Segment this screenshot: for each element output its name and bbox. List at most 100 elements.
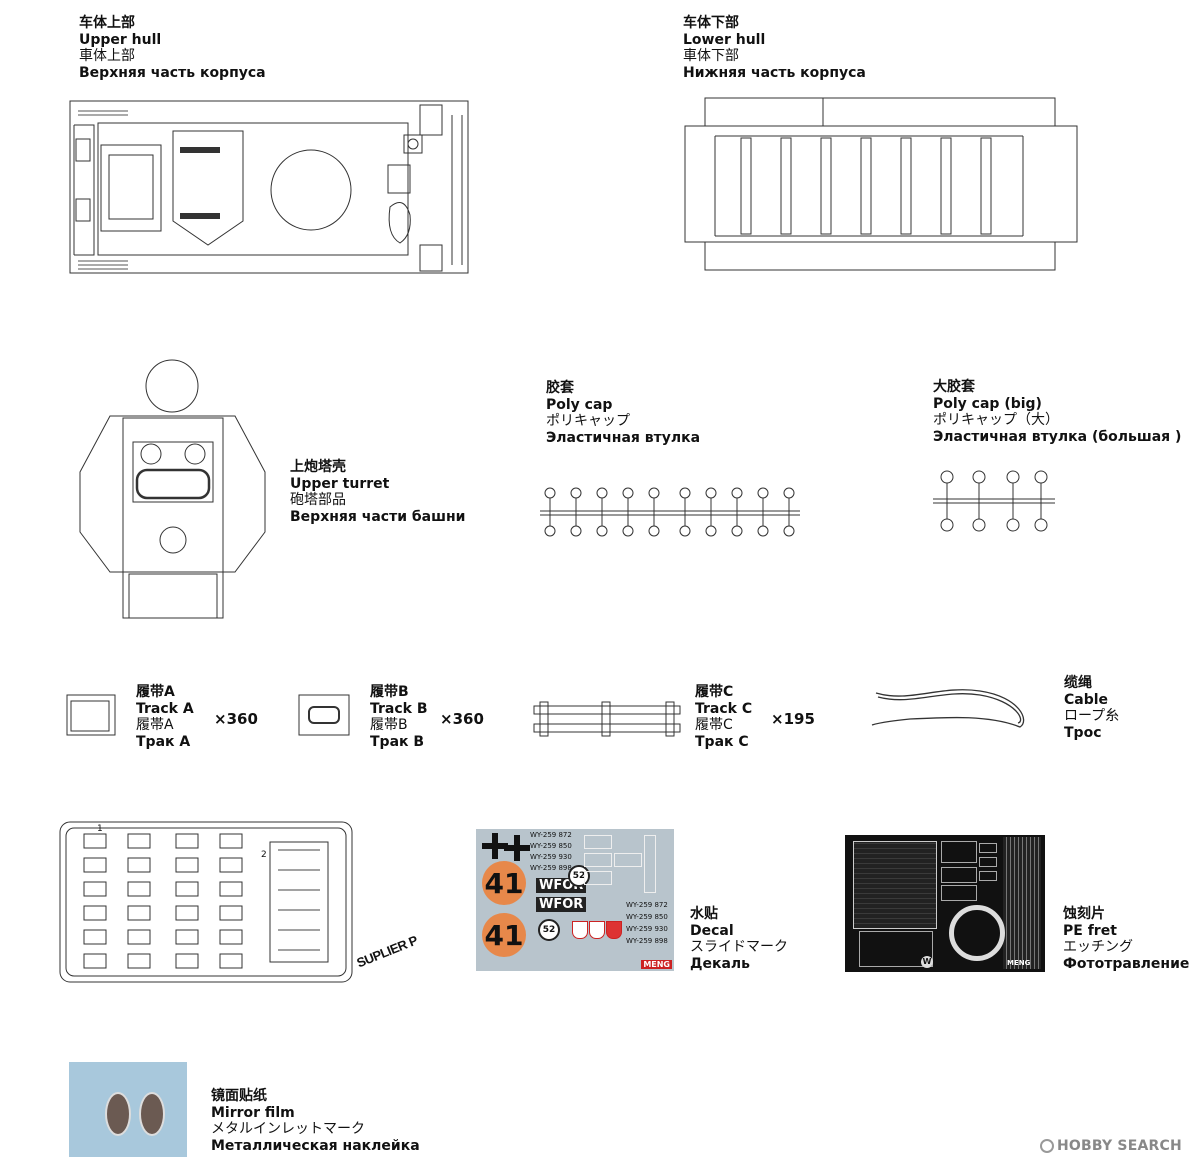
poly-cap-zh: 胶套 <box>546 380 574 396</box>
serial-8: WY-259 898 <box>626 937 668 945</box>
track-a-ru: Трак А <box>136 733 191 750</box>
hobby-search-watermark: HOBBY SEARCH <box>1040 1138 1182 1154</box>
track-c-drawing <box>532 702 682 736</box>
poly-cap-label: 胶套 Poly cap ポリキャップ Эластичная втулка <box>546 380 700 446</box>
decal-en: Decal <box>690 922 734 939</box>
decal-ru: Декаль <box>690 955 751 972</box>
poly-cap-big-sprue <box>933 468 1055 534</box>
track-a-quantity: ×360 <box>214 710 258 728</box>
upper-turret-ru: Верхняя части башни <box>290 508 466 525</box>
mirror-film-sheet <box>69 1062 187 1157</box>
upper-turret-en: Upper turret <box>290 475 390 492</box>
supplier-stamp: SUPLIER P <box>354 932 420 971</box>
balkenkreuz-icon-2 <box>504 835 530 861</box>
upper-turret-label: 上炮塔壳 Upper turret 砲塔部品 Верхняя части баш… <box>290 459 465 525</box>
sprue-gate-number-2: 2 <box>261 850 267 860</box>
pe-fret-sheet: W MENG <box>845 835 1045 972</box>
watermark-text: HOBBY SEARCH <box>1057 1138 1182 1154</box>
pe-fret-zh: 蚀刻片 <box>1063 906 1105 922</box>
decal-zh: 水贴 <box>690 906 718 922</box>
track-b-ru: Трак В <box>370 733 425 750</box>
pe-ring <box>949 905 1005 961</box>
lower-hull-jp: 車体下部 <box>683 48 739 64</box>
cable-ru: Трос <box>1064 724 1102 741</box>
serial-5: WY-259 872 <box>626 901 668 909</box>
decal-number-41-2: 41 <box>484 918 524 952</box>
serial-3: WY-259 930 <box>530 853 572 861</box>
track-a-jp: 履帯A <box>136 717 174 733</box>
poly-cap-ru: Эластичная втулка <box>546 429 701 446</box>
poly-cap-big-zh: 大胶套 <box>933 379 975 395</box>
poly-cap-big-label: 大胶套 Poly cap (big) ポリキャップ（大） Эластичная … <box>933 379 1181 445</box>
clear-parts-sprue <box>58 820 354 984</box>
decal-jp: スライドマーク <box>690 939 788 955</box>
decal-sheet: 41 41 WFOR WFOR 52 52 WY-259 872 WY-259 … <box>476 829 674 971</box>
poly-cap-big-ru: Эластичная втулка (большая ) <box>933 428 1182 445</box>
cable-label: 缆绳 Cable ロープ糸 Трос <box>1064 675 1119 741</box>
lower-hull-label: 车体下部 Lower hull 車体下部 Нижняя часть корпус… <box>683 15 866 81</box>
roundel-52: 52 <box>538 919 560 941</box>
mirror-film-label: 镜面贴纸 Mirror film メタルインレットマーク Металлическ… <box>211 1088 420 1154</box>
track-a-zh: 履带A <box>136 684 175 700</box>
lower-hull-ru: Нижняя часть корпуса <box>683 64 866 81</box>
track-c-quantity: ×195 <box>771 710 815 728</box>
upper-hull-label: 车体上部 Upper hull 車体上部 Верхняя часть корпу… <box>79 15 266 81</box>
number-roundel: 41 <box>482 861 526 905</box>
track-a-label: 履带A Track A 履帯A Трак А <box>136 684 194 750</box>
upper-hull-ru: Верхняя часть корпуса <box>79 64 266 81</box>
serial-1: WY-259 872 <box>530 831 572 839</box>
track-a-drawing <box>65 693 117 737</box>
serial-2: WY-259 850 <box>530 842 572 850</box>
shield-icons <box>572 921 622 939</box>
cable-drawing <box>870 683 1036 733</box>
track-b-quantity: ×360 <box>440 710 484 728</box>
track-c-jp: 履帯C <box>695 717 733 733</box>
decal-number-41: 41 <box>484 866 524 900</box>
cable-jp: ロープ糸 <box>1064 708 1120 724</box>
mirror-lens-left <box>105 1092 131 1136</box>
number-roundel-2: 41 <box>482 913 526 957</box>
track-b-label: 履带B Track B 履帯B Трак В <box>370 684 428 750</box>
track-b-en: Track B <box>370 700 428 717</box>
upper-hull-jp: 車体上部 <box>79 48 135 64</box>
sprue-gate-number: 1 <box>97 824 103 834</box>
mirror-film-ru: Металлическая наклейка <box>211 1137 420 1154</box>
serial-4: WY-259 898 <box>530 864 572 872</box>
pe-brand-logo: MENG <box>1007 959 1031 967</box>
track-b-jp: 履帯B <box>370 717 408 733</box>
track-a-en: Track A <box>136 700 194 717</box>
poly-cap-big-en: Poly cap (big) <box>933 395 1042 412</box>
track-c-en: Track C <box>695 700 753 717</box>
serial-7: WY-259 930 <box>626 925 668 933</box>
poly-cap-sprue <box>540 486 800 538</box>
pe-fret-jp: エッチング <box>1063 939 1133 955</box>
track-b-drawing <box>297 693 351 737</box>
poly-cap-big-jp: ポリキャップ（大） <box>933 412 1059 428</box>
mirror-lens-right <box>139 1092 165 1136</box>
serial-6: WY-259 850 <box>626 913 668 921</box>
upper-turret-jp: 砲塔部品 <box>290 492 346 508</box>
track-c-ru: Трак С <box>695 733 749 750</box>
lower-hull-drawing <box>683 96 1079 272</box>
poly-cap-en: Poly cap <box>546 396 613 413</box>
decal-label: 水贴 Decal スライドマーク Декаль <box>690 906 788 972</box>
mirror-film-en: Mirror film <box>211 1104 295 1121</box>
upper-turret-zh: 上炮塔壳 <box>290 459 346 475</box>
upper-hull-zh: 车体上部 <box>79 15 135 31</box>
upper-hull-en: Upper hull <box>79 31 162 48</box>
decal-placeholders <box>580 833 668 893</box>
track-c-label: 履带C Track C 履帯C Трак С <box>695 684 752 750</box>
pe-fret-en: PE fret <box>1063 922 1117 939</box>
plate-wfor-2: WFOR <box>536 897 587 912</box>
balkenkreuz-icon <box>482 833 508 859</box>
mirror-film-zh: 镜面贴纸 <box>211 1088 267 1104</box>
pe-fret-ru: Фототравление <box>1063 955 1190 972</box>
upper-hull-drawing <box>68 95 472 280</box>
track-b-zh: 履带B <box>370 684 409 700</box>
cable-en: Cable <box>1064 691 1109 708</box>
lower-hull-zh: 车体下部 <box>683 15 739 31</box>
poly-cap-jp: ポリキャップ <box>546 413 630 429</box>
cable-zh: 缆绳 <box>1064 675 1092 691</box>
lower-hull-en: Lower hull <box>683 31 766 48</box>
pe-mark-w: W <box>921 956 933 968</box>
